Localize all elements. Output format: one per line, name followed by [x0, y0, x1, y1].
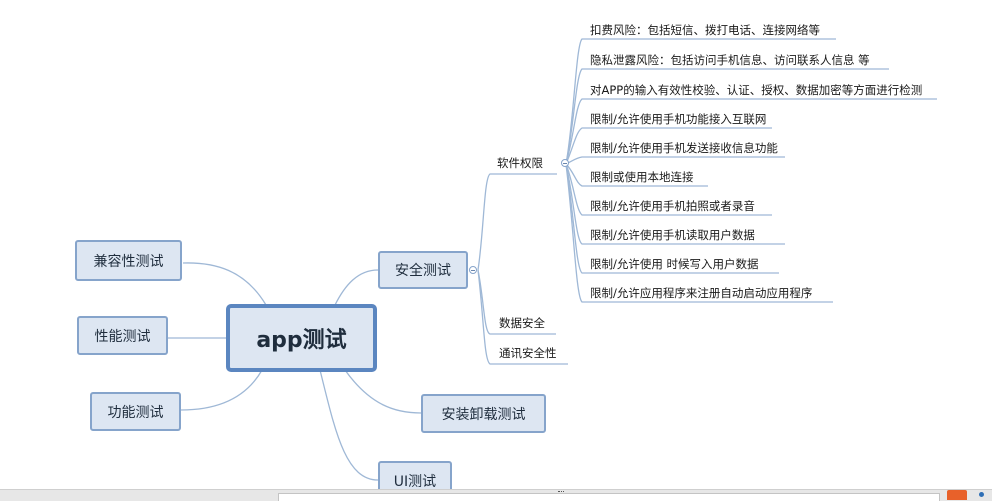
link-root-install	[344, 369, 422, 414]
link-perm-7	[565, 163, 772, 216]
node-permission-item[interactable]: 隐私泄露风险：包括访问手机信息、访问联系人信息 等	[590, 53, 870, 67]
node-permission-item[interactable]: 限制/允许使用手机读取用户数据	[590, 228, 755, 242]
scroll-grip-icon[interactable]	[558, 491, 564, 494]
link-root-ui	[319, 369, 379, 481]
collapse-toggle-icon[interactable]	[561, 159, 569, 167]
node-install-uninstall-testing[interactable]: 安装卸载测试	[421, 394, 546, 433]
brand-dot-icon	[979, 492, 984, 497]
link-security-data	[477, 269, 556, 335]
node-function-testing[interactable]: 功能测试	[90, 392, 181, 431]
collapse-toggle-icon[interactable]	[469, 266, 477, 274]
link-perm-6	[565, 163, 708, 187]
link-perm-10	[565, 163, 833, 303]
link-perm-3	[565, 98, 937, 165]
node-permission-item[interactable]: 对APP的输入有效性校验、认证、授权、数据加密等方面进行检测	[590, 83, 923, 97]
brand-logo-icon	[947, 490, 967, 500]
link-root-compatibility	[182, 262, 267, 306]
node-permission-item[interactable]: 限制/允许使用 时候写入用户数据	[590, 257, 759, 271]
link-perm-2	[565, 68, 889, 165]
node-permission-item[interactable]: 限制/允许使用手机发送接收信息功能	[590, 141, 778, 155]
node-permission-item[interactable]: 限制/允许使用手机拍照或者录音	[590, 199, 755, 213]
horizontal-scrollbar[interactable]	[278, 493, 940, 501]
node-permission-item[interactable]: 限制/允许应用程序来注册自动启动应用程序	[590, 286, 813, 300]
node-permission-item[interactable]: 限制或使用本地连接	[590, 170, 694, 184]
node-performance-testing[interactable]: 性能测试	[77, 316, 168, 355]
node-communication-security[interactable]: 通讯安全性	[499, 346, 557, 360]
node-compatibility-testing[interactable]: 兼容性测试	[75, 240, 182, 281]
root-node[interactable]: app测试	[226, 304, 377, 372]
link-root-function	[180, 369, 263, 411]
link-security-permissions	[477, 173, 557, 271]
bottom-toolbar	[0, 489, 992, 501]
link-root-security	[334, 269, 379, 306]
node-permission-item[interactable]: 扣费风险：包括短信、拨打电话、连接网络等	[590, 23, 820, 37]
node-security-testing[interactable]: 安全测试	[378, 251, 468, 289]
node-data-security[interactable]: 数据安全	[499, 316, 545, 330]
node-software-permissions[interactable]: 软件权限	[497, 156, 543, 170]
node-permission-item[interactable]: 限制/允许使用手机功能接入互联网	[590, 112, 767, 126]
link-perm-4	[565, 127, 772, 165]
link-perm-5	[565, 156, 785, 165]
link-perm-8	[565, 163, 785, 245]
link-security-comm	[477, 269, 568, 365]
